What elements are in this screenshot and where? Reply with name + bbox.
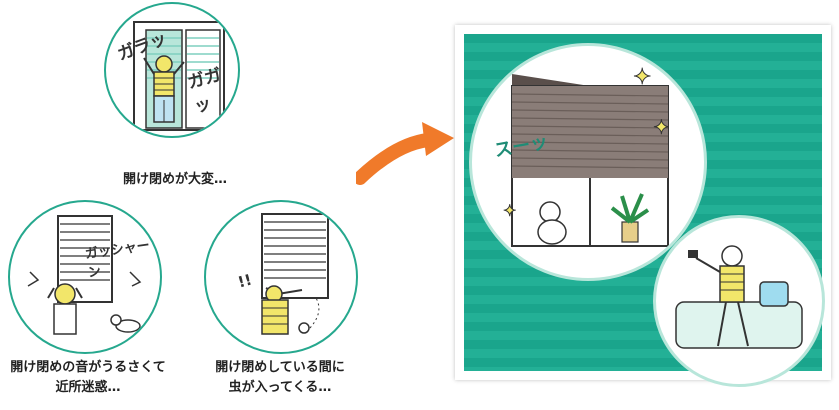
caption-insects: 開け閉めしている間に 虫が入ってくる… (200, 358, 360, 398)
caption-noise-line2: 近所迷惑… (55, 380, 121, 395)
caption-noise: 開け閉めの音がうるさくて 近所迷惑… (0, 358, 176, 398)
problem-circle-heavy: ガラッ ガガッ (104, 2, 240, 138)
caption-insects-line1: 開け閉めしている間に (215, 360, 345, 375)
electric-shutter-illustration (511, 74, 669, 247)
sparkle-icon: ✦ (502, 201, 517, 221)
insect-shutter-illustration (261, 213, 329, 335)
caption-noise-line1: 開け閉めの音がうるさくて (10, 360, 166, 375)
sparkle-icon: ✦ (653, 115, 671, 140)
noise-shutter-illustration (27, 215, 142, 335)
sparkle-icon: ✦ (632, 65, 652, 91)
heavy-shutter-illustration (133, 21, 225, 131)
problem-circle-noise: ガッシャーン (8, 200, 162, 354)
arrow-icon (356, 122, 454, 185)
caption-heavy: 開け閉めが大変… (122, 172, 227, 187)
caption-insects-line2: 虫が入ってくる… (228, 380, 332, 395)
solution-circle-window: スーッ (469, 43, 707, 281)
solution-circle-remote (653, 215, 825, 387)
problem-circle-insects: !! (204, 200, 358, 354)
solution-panel: スーッ ✦ ✦ ✦ (455, 25, 831, 387)
remote-control-illustration (675, 245, 803, 349)
